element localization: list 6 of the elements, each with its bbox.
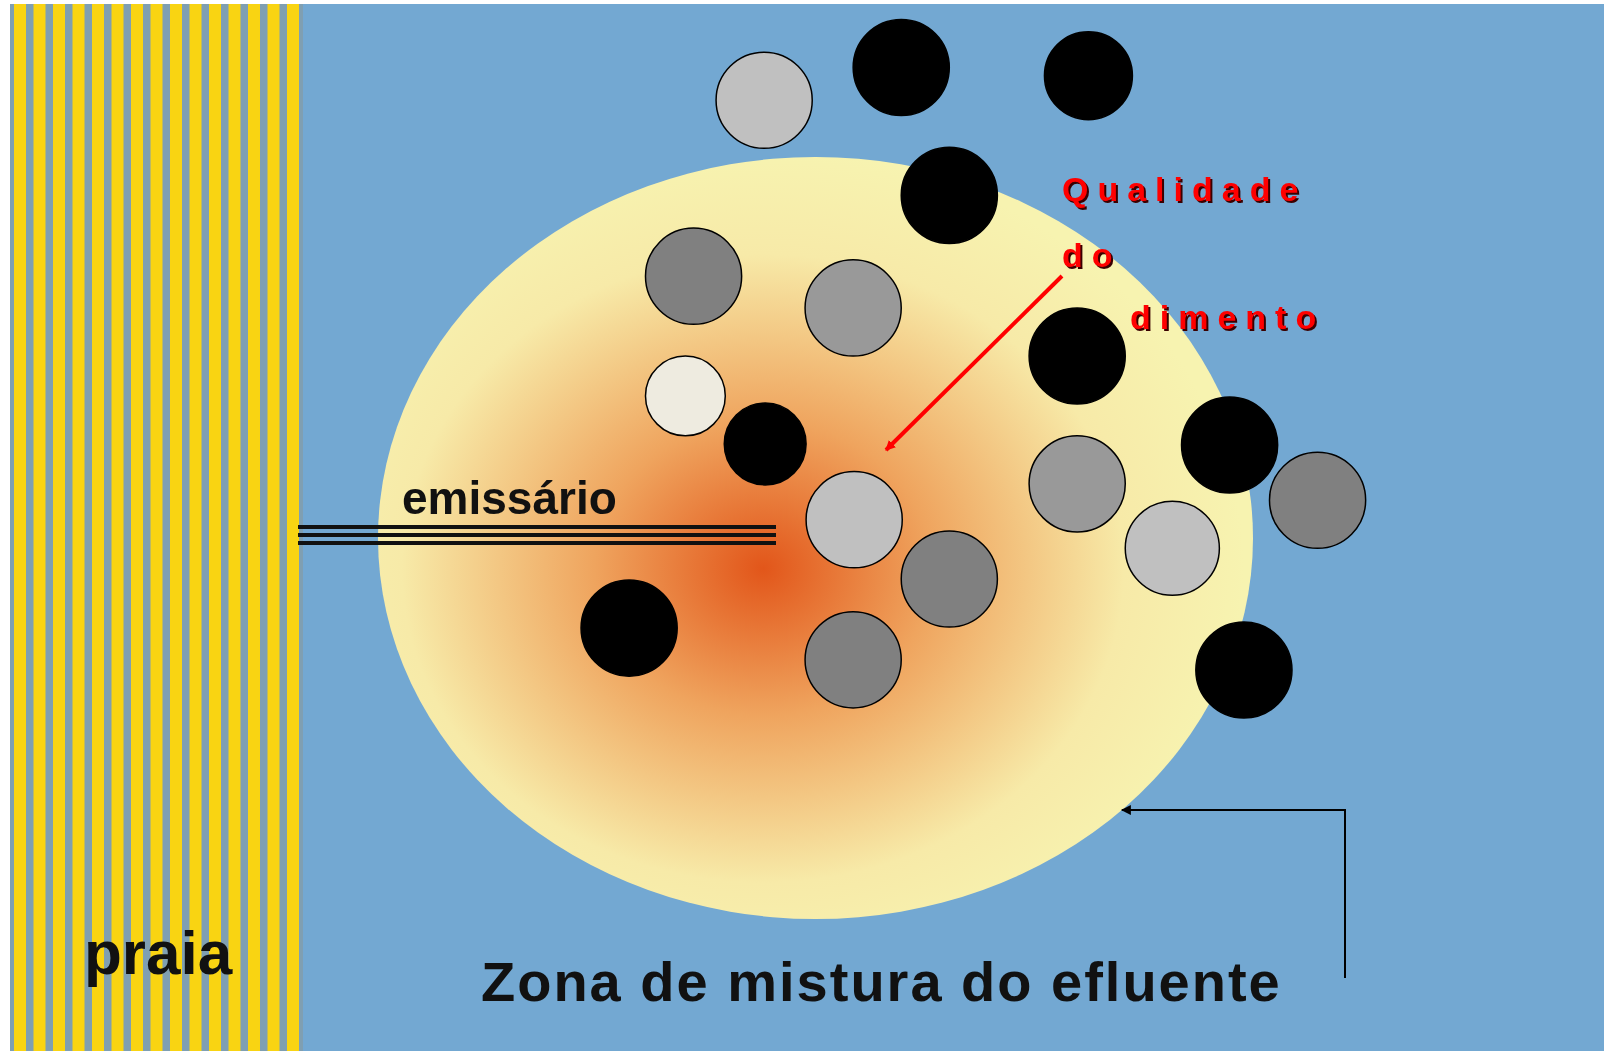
callout-text: Qualidade	[1062, 172, 1308, 206]
pipe-label: emissário	[402, 471, 617, 526]
pointer-arrow	[884, 274, 1064, 452]
callout-text: do	[1062, 238, 1122, 272]
connector-arrow	[1120, 805, 1346, 979]
zone-label: Zona de mistura do efluente	[481, 949, 1282, 1015]
